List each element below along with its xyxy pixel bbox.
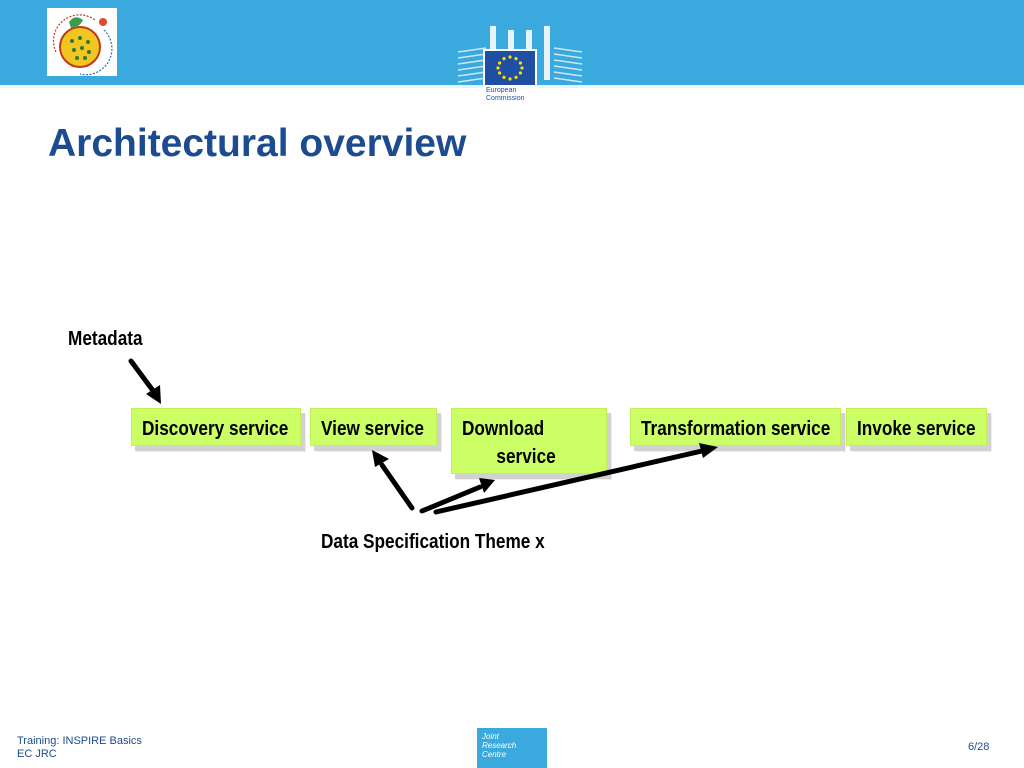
invoke-service-box: Invoke service: [846, 408, 987, 446]
ec-logo-line2: Commission: [486, 95, 525, 102]
eu-flag-icon: [485, 51, 535, 85]
transformation-service-box: Transformation service: [630, 408, 841, 446]
theme-to-transformation-arrow: [433, 448, 705, 515]
metadata-arrow: [128, 358, 157, 395]
download-service-line1: Download: [462, 418, 545, 440]
jrc-line2: Research: [482, 741, 517, 750]
metadata-arrowhead: [146, 385, 161, 404]
footer-line2: EC JRC: [17, 748, 57, 760]
download-service-label: Download service: [462, 415, 591, 471]
theme-to-download-arrow: [419, 484, 483, 514]
theme-label: Data Specification Theme x: [321, 531, 545, 553]
theme-to-view-arrow: [379, 462, 415, 511]
jrc-line1: Joint: [482, 732, 499, 741]
footer-text: Training: INSPIRE Basics EC JRC: [17, 735, 142, 761]
download-service-line2: service: [496, 446, 556, 468]
jrc-logo: Joint Research Centre: [477, 728, 547, 768]
view-arrowhead: [372, 450, 389, 467]
view-service-box: View service: [310, 408, 437, 446]
european-commission-logo: European Commission: [456, 24, 584, 112]
transformation-service-label: Transformation service: [641, 418, 831, 440]
page-title: Architectural overview: [48, 122, 467, 165]
footer-line1: Training: INSPIRE Basics: [17, 735, 142, 747]
metadata-label: Metadata: [68, 328, 143, 350]
download-arrowhead: [479, 478, 495, 493]
transformation-arrowhead: [699, 443, 718, 458]
inspire-logo-icon: [52, 14, 113, 76]
download-service-box: Download service: [451, 408, 607, 474]
view-service-label: View service: [321, 418, 424, 440]
page-number: 6/28: [968, 741, 990, 753]
ec-logo-line1: European: [486, 87, 517, 94]
jrc-line3: Centre: [482, 750, 507, 759]
invoke-service-label: Invoke service: [857, 418, 976, 440]
discovery-service-box: Discovery service: [131, 408, 301, 446]
discovery-service-label: Discovery service: [142, 418, 289, 440]
ec-logo-text: European Commission: [486, 87, 536, 103]
inspire-logo: [47, 8, 117, 76]
